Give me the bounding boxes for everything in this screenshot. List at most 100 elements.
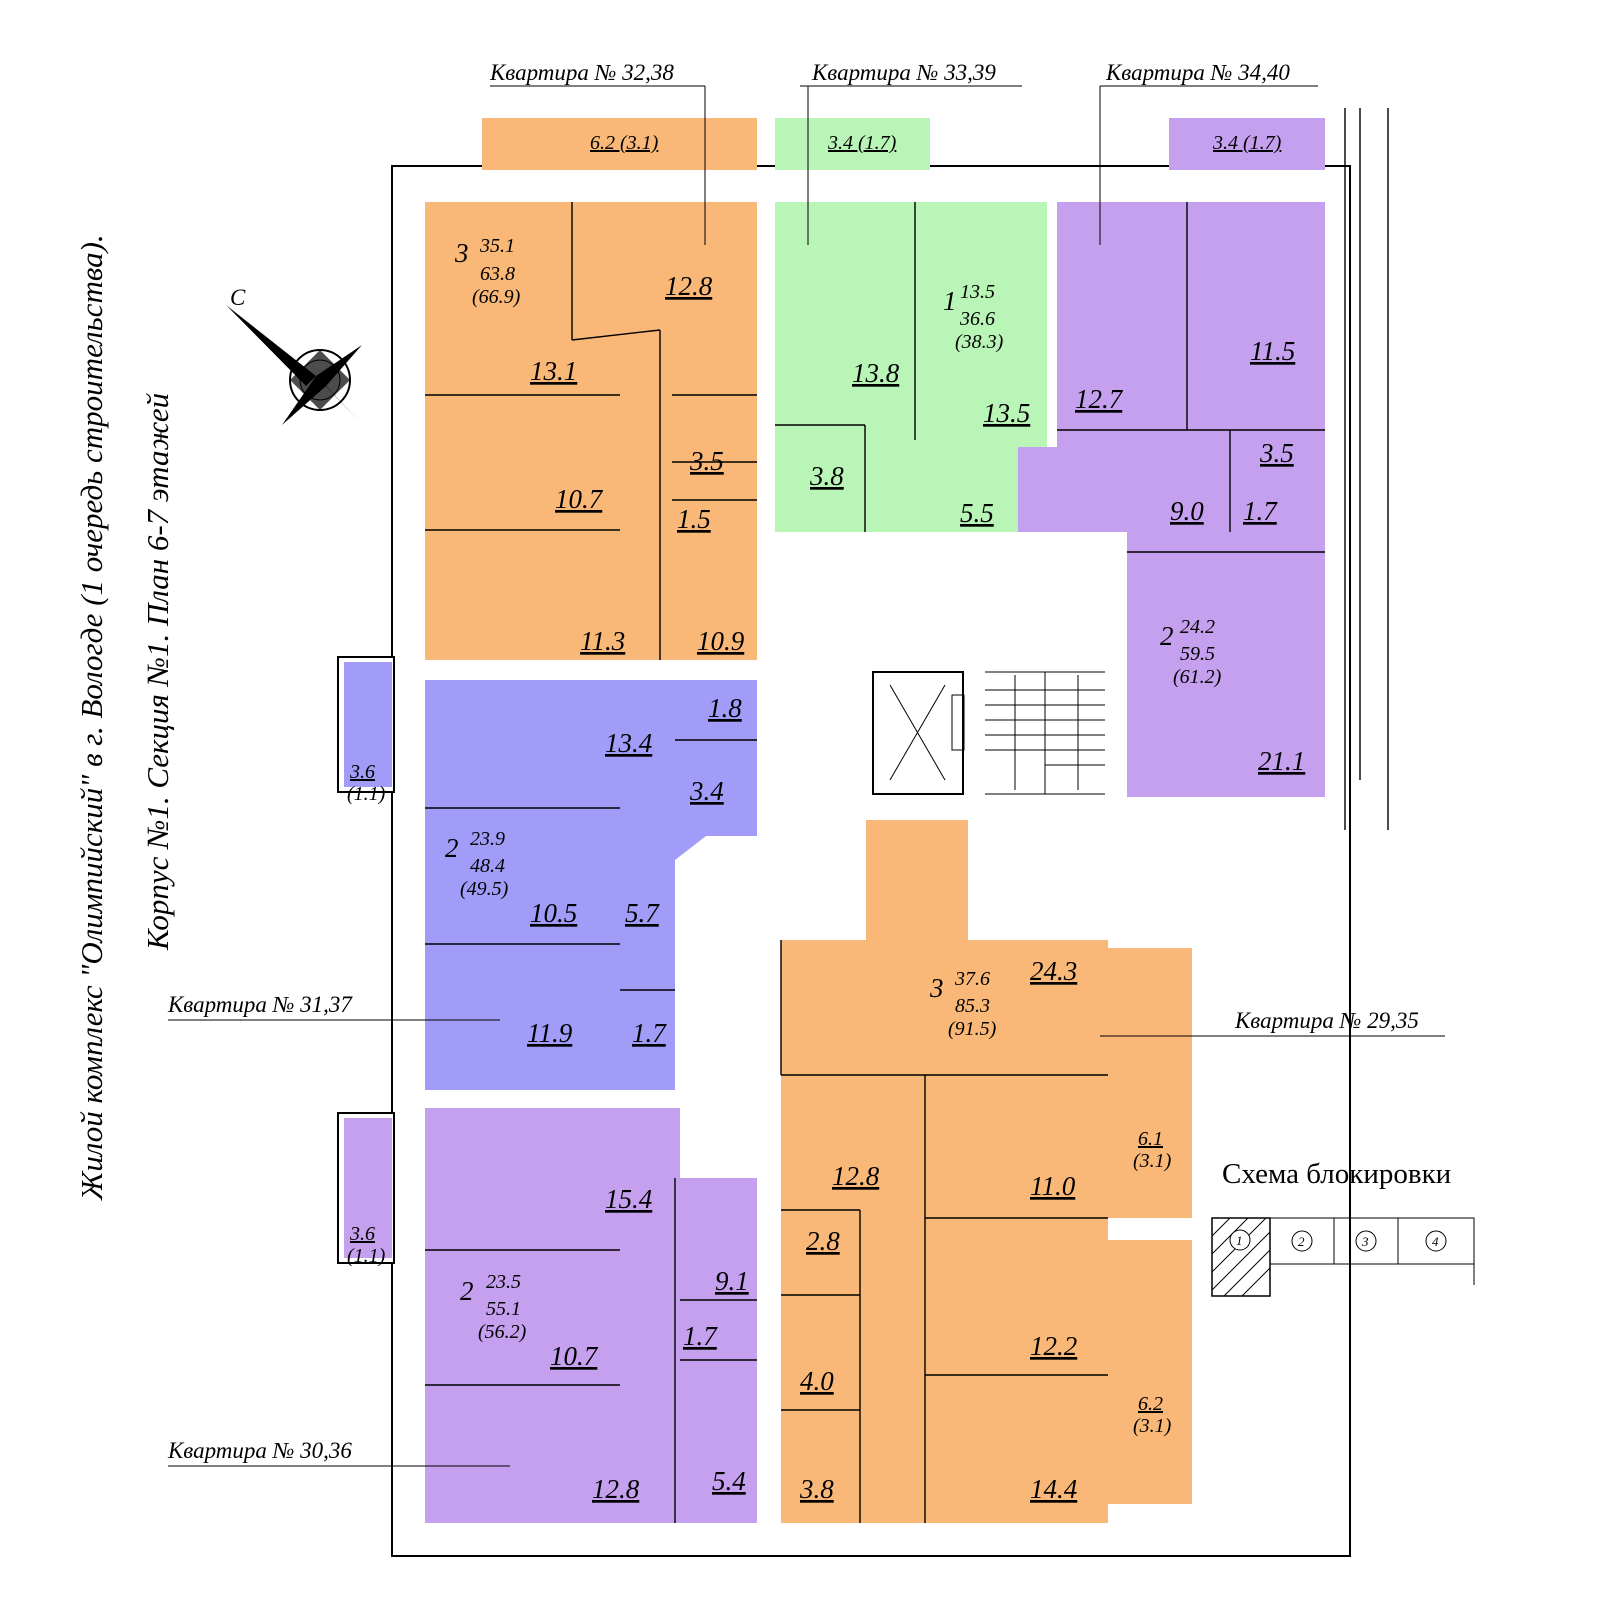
apt-32-area: 13.1	[530, 356, 577, 386]
schema-block-label: 3	[1361, 1234, 1369, 1249]
apt-29-balcony1-fill	[1108, 948, 1192, 1218]
apt-29-fill	[781, 820, 1108, 1523]
schema-block-label: 1	[1236, 1233, 1243, 1248]
apt-32-area: 1.5	[677, 504, 711, 534]
apt-29-total: 85.3	[955, 995, 990, 1017]
apt-29-balcony2-fill	[1108, 1240, 1192, 1504]
apt-29-rooms: 3	[929, 973, 944, 1003]
apt-33-balcony-fill	[775, 118, 930, 170]
apt-31-balcony-area-half: (1.1)	[347, 783, 386, 805]
stair-flights	[985, 671, 1105, 795]
apt-33-area: 3.8	[809, 461, 844, 491]
apt-30-area: 5.4	[712, 1466, 746, 1496]
apt-30-total-balcony: (56.2)	[478, 1321, 527, 1343]
apt-30-total: 55.1	[486, 1298, 521, 1320]
apt-32-fill	[425, 202, 757, 660]
page-subtitle: Корпус №1. Секция №1. План 6-7 этажей	[140, 392, 175, 951]
apt-31-area: 13.4	[605, 728, 652, 758]
apt-29-balcony2-area: 6.2	[1138, 1393, 1163, 1415]
apt-34-area: 12.7	[1075, 384, 1124, 414]
apt-29-area: 11.0	[1030, 1171, 1076, 1201]
apt-33-label: Квартира № 33,39	[811, 60, 996, 85]
apt-34-rooms: 2	[1160, 621, 1174, 651]
apt-33-total: 36.6	[959, 308, 995, 330]
apt-31-area: 3.4	[689, 776, 724, 806]
apt-30-balcony-area-half: (1.1)	[347, 1245, 386, 1267]
apt-33-fill	[775, 202, 1047, 532]
apt-33-balcony-area: 3.4 (1.7)	[827, 132, 897, 154]
apt-31-total-balcony: (49.5)	[460, 878, 509, 900]
apt-31-balcony-area: 3.6	[349, 761, 375, 783]
apt-34-area: 3.5	[1259, 438, 1294, 468]
apt-29-area: 2.8	[806, 1226, 840, 1256]
apt-33-rooms: 1	[943, 286, 957, 316]
schema-block-label: 2	[1298, 1234, 1305, 1249]
apt-34-area: 21.1	[1258, 746, 1305, 776]
apt-32-living: 35.1	[479, 235, 515, 257]
apt-34-area: 11.5	[1250, 336, 1295, 366]
apt-32-area: 10.9	[697, 626, 745, 656]
apt-34-label: Квартира № 34,40	[1105, 60, 1290, 85]
apt-31-area: 5.7	[625, 898, 660, 928]
apt-32-balcony-area: 6.2 (3.1)	[590, 132, 659, 154]
apt-29-balcony2-area-half: (3.1)	[1133, 1415, 1172, 1437]
apt-33-total-balcony: (38.3)	[955, 331, 1004, 353]
apt-30-rooms: 2	[460, 1276, 474, 1306]
apt-30-area: 15.4	[605, 1184, 652, 1214]
compass-rose	[226, 305, 362, 425]
apt-32-label: Квартира № 32,38	[489, 60, 674, 85]
apt-34-fill	[1018, 202, 1325, 797]
apt-30-label: Квартира № 30,36	[167, 1438, 352, 1463]
apt-31-area: 1.7	[632, 1018, 667, 1048]
apt-31-label: Квартира № 31,37	[167, 992, 353, 1017]
apt-31-balcony-fill	[344, 662, 392, 787]
apt-30-area: 9.1	[715, 1266, 749, 1296]
partitions	[425, 202, 1325, 1523]
apt-30-living: 23.5	[486, 1271, 521, 1293]
apt-33-area: 13.5	[983, 398, 1030, 428]
stair-core	[872, 671, 1105, 795]
apt-31-rooms: 2	[445, 833, 459, 863]
apt-30-balcony-fill	[344, 1118, 392, 1258]
schema-block-label: 4	[1432, 1234, 1439, 1249]
apt-34-balcony-area: 3.4 (1.7)	[1212, 132, 1282, 154]
apt-29-area: 4.0	[800, 1366, 834, 1396]
apt-32-area: 11.3	[580, 626, 625, 656]
apt-32-area: 12.8	[665, 271, 713, 301]
apt-29-area: 3.8	[799, 1474, 834, 1504]
apt-29-area: 12.2	[1030, 1331, 1077, 1361]
apt-30-fill	[425, 1108, 757, 1523]
leader-lines	[168, 85, 1445, 1467]
apt-31-area: 11.9	[527, 1018, 573, 1048]
apt-31-living: 23.9	[470, 828, 505, 850]
apt-30-area: 10.7	[550, 1341, 599, 1371]
compass-north-label: С	[230, 285, 246, 310]
apt-30-balcony-area: 3.6	[349, 1223, 375, 1245]
apt-32-area: 3.5	[689, 446, 724, 476]
apt-31-total: 48.4	[470, 855, 505, 877]
apt-34-area: 9.0	[1170, 496, 1204, 526]
apt-29-balcony1-area: 6.1	[1138, 1128, 1163, 1150]
apt-29-living: 37.6	[954, 968, 990, 990]
schema-blocks	[1211, 1217, 1475, 1297]
apt-32-rooms: 3	[454, 238, 469, 268]
apt-29-balcony1-area-half: (3.1)	[1133, 1150, 1172, 1172]
apt-34-total-balcony: (61.2)	[1173, 666, 1222, 688]
apt-29-total-balcony: (91.5)	[948, 1018, 997, 1040]
apt-29-label: Квартира № 29,35	[1234, 1008, 1419, 1033]
apt-34-living: 24.2	[1180, 616, 1215, 638]
apt-32-area: 10.7	[555, 484, 604, 514]
apt-34-area: 1.7	[1243, 496, 1278, 526]
apt-29-area: 14.4	[1030, 1474, 1077, 1504]
apt-31-area: 10.5	[530, 898, 577, 928]
adjacent-section	[1344, 108, 1389, 830]
apt-34-balcony-fill	[1169, 118, 1325, 170]
apt-31-fill	[425, 680, 757, 1090]
apt-34-total: 59.5	[1180, 643, 1215, 665]
apt-30-area: 12.8	[592, 1474, 640, 1504]
apt-32-total: 63.8	[480, 263, 515, 285]
apt-32-balcony-fill	[482, 118, 757, 170]
apt-31-area: 1.8	[708, 693, 742, 723]
apt-33-area: 5.5	[960, 498, 994, 528]
